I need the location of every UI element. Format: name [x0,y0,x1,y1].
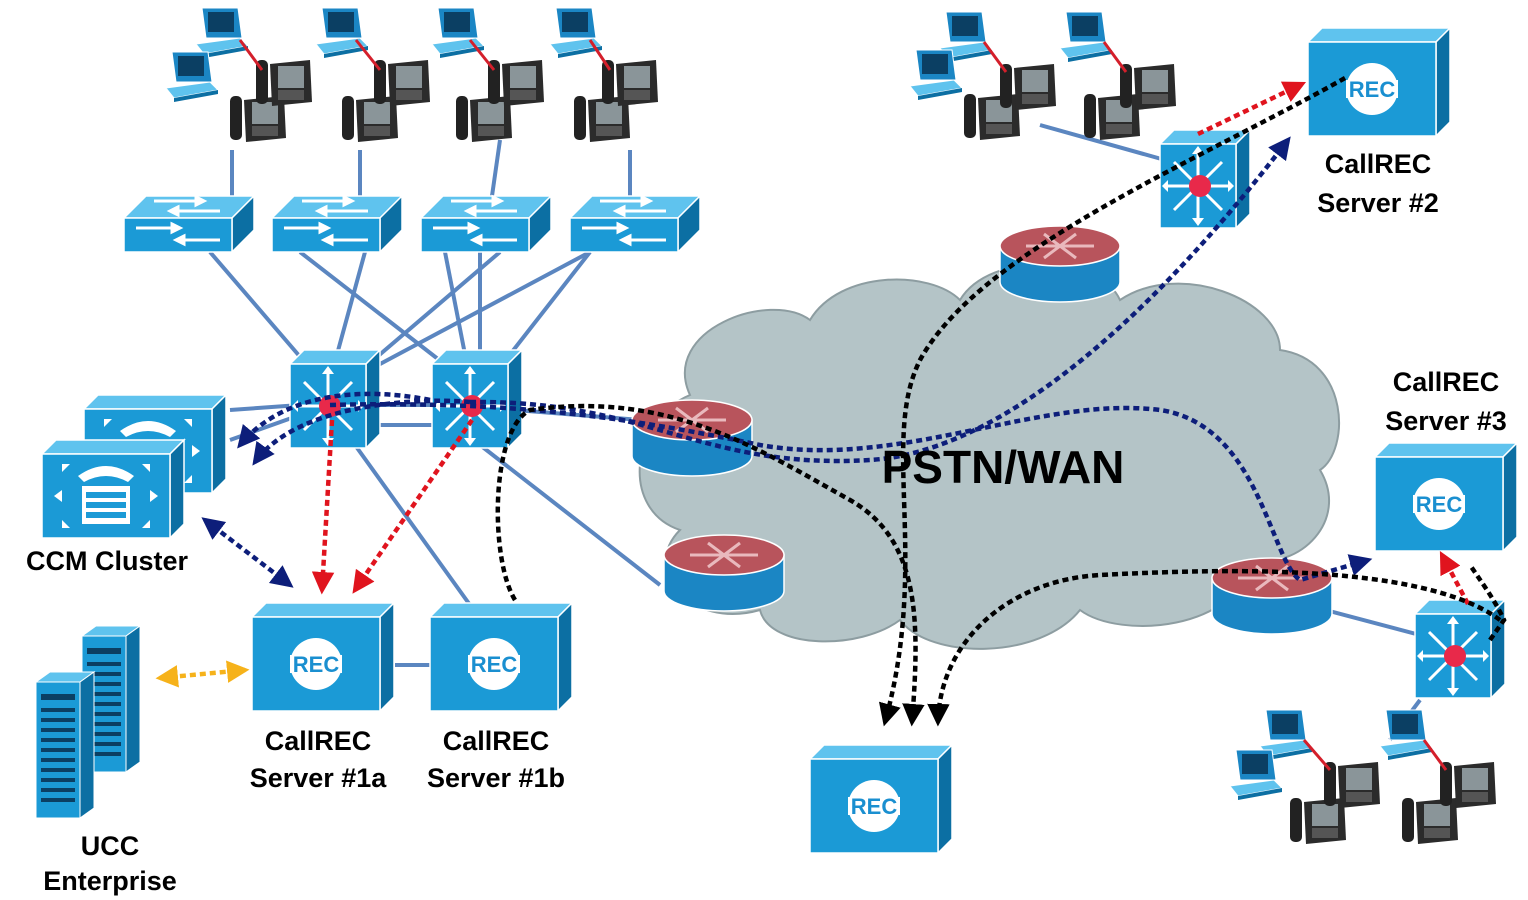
flow-navy [201,136,1373,588]
server-3-label-line1: CallREC [1393,367,1500,397]
server-2-label-line2: Server #2 [1317,188,1439,218]
access-switch-3 [419,194,553,254]
ucc-label-line1: UCC [81,831,140,861]
cloud-label: PSTN/WAN [882,441,1125,493]
call-manager-front [41,439,185,539]
server-1a-label-line2: Server #1a [250,763,388,793]
server-3-label-line2: Server #3 [1385,406,1507,436]
endpoint-cluster-branch-2 [909,11,1176,140]
router-branch-2 [998,224,1122,304]
server-1b-label-line2: Server #1b [427,763,565,793]
router-branch-3 [1210,556,1334,636]
access-switch-1 [122,194,256,254]
server-2-label-line1: CallREC [1325,149,1432,179]
core-switch-1 [288,348,382,450]
ccm-cluster-label: CCM Cluster [26,546,189,576]
server-1b-label-line1: CallREC [443,726,550,756]
access-switch-4 [568,194,702,254]
endpoint-cluster-branch-3 [1229,709,1496,844]
endpoint-cluster-hq [165,7,658,142]
router-hq-2 [662,533,786,613]
flow-black [495,76,1507,727]
flow-orange [155,660,250,688]
access-switch-2 [270,194,404,254]
pstn-wan-cloud [638,263,1341,650]
callrec-server-1b [429,602,573,712]
callrec-server-3 [1374,442,1518,552]
flow-red [311,81,1470,606]
branch-switch-2 [1158,128,1252,230]
callrec-server-remote [809,744,953,854]
callrec-server-1a [251,602,395,712]
ucc-server-front [35,671,95,819]
server-1a-label-line1: CallREC [265,726,372,756]
callrec-server-2 [1307,27,1451,137]
ucc-label-line2: Enterprise [43,866,177,896]
